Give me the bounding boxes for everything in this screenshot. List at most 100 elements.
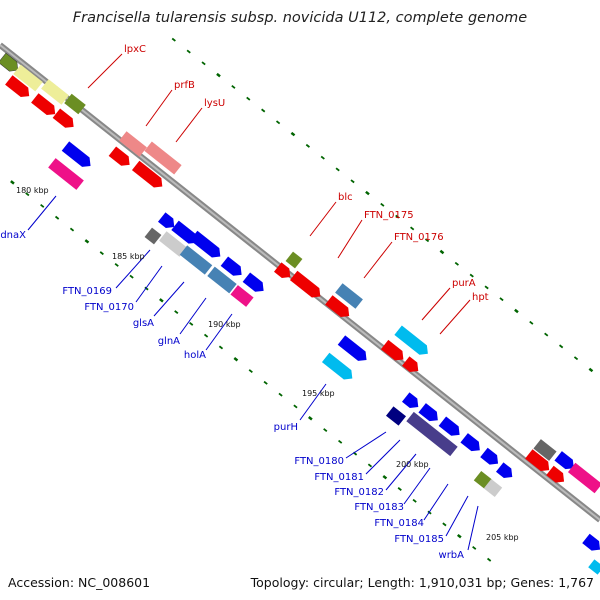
gene-blue-outer-2[interactable]: [171, 220, 200, 248]
gene-silver-1[interactable]: [159, 231, 187, 257]
gene-lysU[interactable]: [144, 141, 182, 175]
scale-tick: [10, 180, 15, 185]
scale-tick: [54, 215, 60, 220]
gene-magenta-2[interactable]: [567, 462, 600, 494]
gene-red-9[interactable]: [525, 449, 553, 475]
scale-tick: [201, 61, 206, 66]
gene-FTN_0182[interactable]: [406, 411, 458, 457]
gene-gray-1[interactable]: [144, 227, 162, 245]
scale-label-195: 195 kbp: [302, 389, 335, 398]
scale-tick: [573, 356, 579, 361]
gene-glsA[interactable]: [179, 245, 213, 275]
label-FTN_0183: FTN_0183: [354, 502, 404, 513]
gene-FTN_0181[interactable]: [418, 403, 441, 425]
gene-olive-2[interactable]: [64, 93, 86, 115]
scale-tick: [69, 227, 75, 232]
gene-blue-outer-1[interactable]: [158, 212, 178, 231]
gene-FTN_0175[interactable]: [289, 270, 324, 302]
label-purA: purA: [452, 278, 476, 289]
scale-label-185: 185 kbp: [112, 252, 145, 261]
scale-tick: [365, 190, 370, 196]
scale-tick: [99, 251, 104, 256]
label-FTN_0175: FTN_0175: [364, 210, 414, 221]
scale-tick: [380, 202, 385, 207]
scale-ticks: [10, 37, 594, 562]
gene-blc[interactable]: [285, 251, 303, 269]
outer-genes: [0, 52, 600, 494]
label-glnA: glnA: [158, 336, 180, 347]
scale-tick: [275, 120, 281, 125]
scale-tick: [410, 226, 415, 231]
gene-blue-b2[interactable]: [496, 462, 516, 481]
gene-cyan-3[interactable]: [588, 559, 600, 575]
gene-red-6[interactable]: [274, 262, 294, 281]
gene-red-5[interactable]: [131, 160, 166, 192]
labels-top: lpxC prfB lysU blc FTN_0175 FTN_0176 pur…: [124, 44, 489, 303]
gene-holA[interactable]: [230, 285, 254, 307]
label-FTN_0181: FTN_0181: [314, 472, 364, 483]
label-prfB: prfB: [174, 80, 195, 91]
gene-red-7[interactable]: [325, 295, 353, 321]
gene-red-1[interactable]: [5, 75, 33, 101]
label-blc: blc: [338, 192, 353, 203]
gene-red-2[interactable]: [31, 93, 59, 119]
gene-yellow-2[interactable]: [41, 79, 69, 105]
gene-blue-b1[interactable]: [402, 392, 422, 411]
scale-tick: [174, 310, 179, 315]
label-FTN_0185: FTN_0185: [394, 534, 444, 545]
gene-dnaX[interactable]: [61, 141, 95, 170]
gene-magenta-1[interactable]: [48, 158, 84, 190]
gene-lpxC[interactable]: [13, 64, 43, 92]
gene-FTN_0184[interactable]: [460, 433, 483, 455]
scale-tick: [395, 214, 400, 219]
gene-red-10[interactable]: [546, 465, 568, 487]
gene-FTN_0185[interactable]: [480, 447, 502, 469]
gene-blue-b3[interactable]: [582, 533, 600, 555]
gene-gray-2[interactable]: [533, 439, 557, 461]
scale-tick: [246, 96, 251, 101]
label-lpxC: lpxC: [124, 44, 146, 55]
gene-blue-outer-6[interactable]: [554, 451, 577, 473]
gene-glnA[interactable]: [207, 266, 237, 294]
gene-cyan-2[interactable]: [321, 352, 356, 384]
gene-hpt[interactable]: [380, 339, 407, 364]
labels-bottom: dnaX FTN_0169 FTN_0170 glsA glnA holA pu…: [0, 230, 464, 561]
scale-tick: [335, 167, 340, 172]
gene-FTN_0183[interactable]: [438, 416, 464, 439]
gene-purA[interactable]: [394, 325, 431, 358]
scale-tick: [114, 262, 119, 267]
scale-tick: [189, 321, 194, 326]
label-FTN_0182: FTN_0182: [334, 487, 384, 498]
scale-tick: [216, 72, 221, 78]
gene-prfB[interactable]: [119, 131, 147, 157]
scale-tick: [484, 285, 489, 290]
gene-purH[interactable]: [337, 335, 371, 364]
gene-blue-outer-5[interactable]: [242, 272, 268, 295]
gene-FTN_0176[interactable]: [335, 283, 363, 309]
scale-tick: [290, 131, 296, 137]
label-FTN_0180: FTN_0180: [294, 456, 344, 467]
gene-red-8[interactable]: [402, 356, 422, 375]
accession-text: Accession: NC_008601: [8, 575, 151, 590]
gene-FTN_0180[interactable]: [386, 406, 406, 426]
scale-label-200: 200 kbp: [396, 460, 429, 469]
label-hpt: hpt: [472, 292, 489, 303]
leader-lines: [27, 53, 479, 551]
scale-tick: [323, 428, 328, 432]
gene-red-3[interactable]: [52, 108, 78, 131]
gene-blue-outer-4[interactable]: [220, 256, 246, 279]
scale-tick: [293, 404, 298, 409]
scale-tick: [308, 416, 313, 421]
gene-wrbA[interactable]: [483, 478, 503, 498]
gene-red-4[interactable]: [108, 146, 134, 169]
scale-label-205: 205 kbp: [486, 533, 519, 542]
scale-tick: [261, 108, 266, 113]
scale-tick: [144, 286, 149, 291]
scale-tick: [367, 463, 373, 468]
gene-blue-outer-3[interactable]: [189, 230, 224, 262]
label-FTN_0169: FTN_0169: [62, 286, 112, 297]
label-FTN_0184: FTN_0184: [374, 518, 424, 529]
gene-olive-1[interactable]: [0, 52, 22, 75]
scale-tick: [338, 439, 343, 444]
